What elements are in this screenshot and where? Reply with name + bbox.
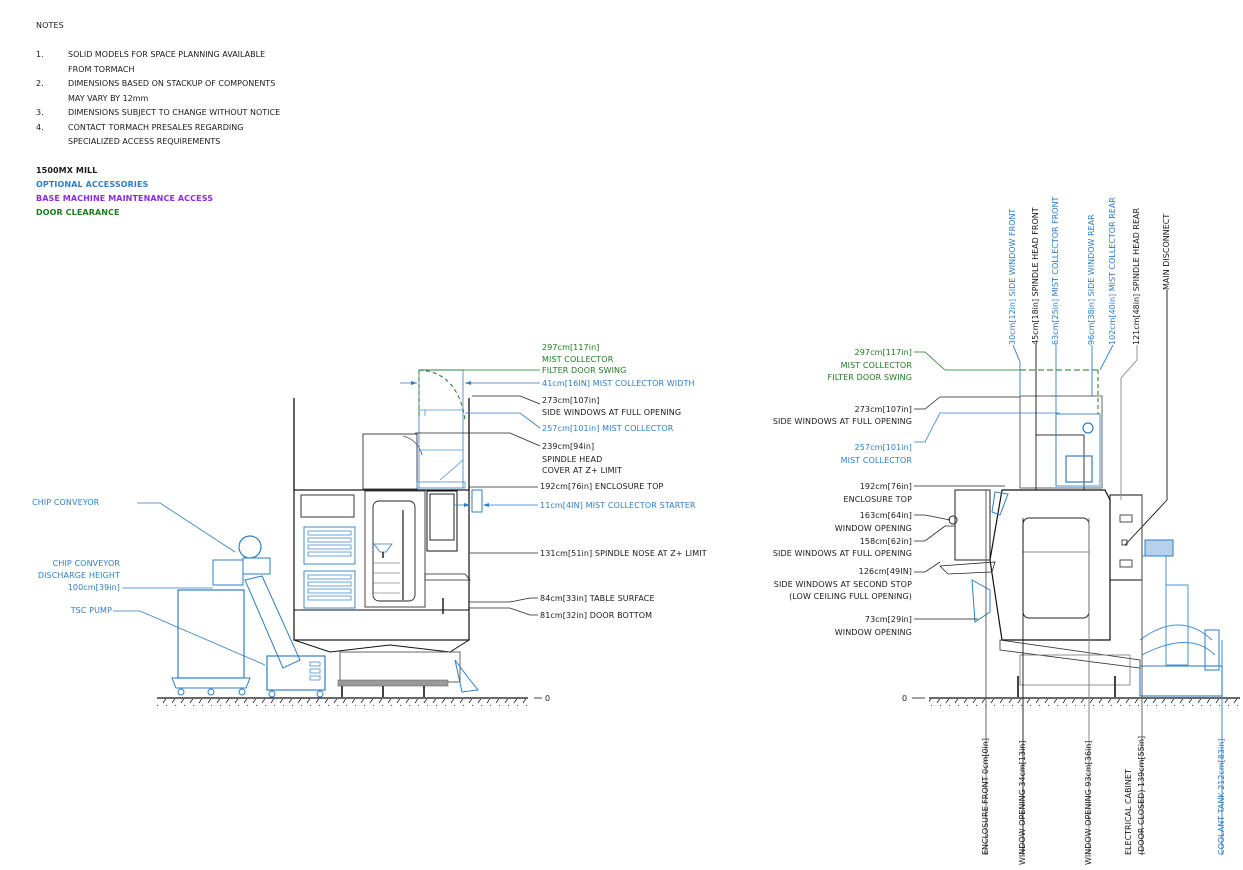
- mist-collector-width: 41cm[16IN] MIST COLLECTOR WIDTH: [542, 379, 695, 388]
- side-window-opening: [1022, 517, 1090, 619]
- enclosure-top: 192cm[76in] ENCLOSURE TOP: [540, 482, 664, 491]
- side-side-windows-label: SIDE WINDOWS AT FULL OPENING: [772, 417, 912, 426]
- window-opening-163-label: WINDOW OPENING: [834, 524, 912, 533]
- second-stop-label-2: (LOW CEILING FULL OPENING): [789, 592, 912, 601]
- note-text: DIMENSIONS BASED ON STACKUP OF COMPONENT…: [68, 79, 276, 88]
- note-text: SOLID MODELS FOR SPACE PLANNING AVAILABL…: [68, 50, 266, 59]
- bottom-callout-window-opening-34: WINDOW OPENING 34cm[13in]: [1018, 740, 1027, 866]
- mist-collector: [416, 369, 466, 489]
- note-text: MAY VARY BY 12mm: [68, 93, 149, 103]
- legend-optional-accessories: OPTIONAL ACCESSORIES: [36, 180, 149, 189]
- side-windows-158-dim: 158cm[62in]: [859, 537, 912, 546]
- mist-collector-height: 257cm[101in] MIST COLLECTOR: [542, 424, 674, 433]
- side-filter-door-label-2: FILTER DOOR SWING: [827, 373, 912, 382]
- spindle-head-cover-label-2: COVER AT Z+ LIMIT: [542, 466, 623, 475]
- tsc-pump-label: TSC PUMP: [70, 606, 112, 615]
- bottom-callout-coolant-tank: COOLANT TANK 212cm[83in]: [1217, 738, 1226, 855]
- note-number: 2.: [36, 79, 44, 88]
- top-callout-side-window-front: 30cm[12in] SIDE WINDOW FRONT: [1008, 208, 1017, 345]
- window-opening-73-label: WINDOW OPENING: [834, 628, 912, 637]
- note-item-cont: FROM TORMACH: [36, 63, 280, 78]
- vent-grid-upper: [303, 526, 356, 565]
- discharge-height-dim: 100cm[39in]: [67, 583, 120, 592]
- top-callout-spindle-head-front: 45cm[18in] SPINDLE HEAD FRONT: [1031, 207, 1040, 345]
- door-bottom: 81cm[32in] DOOR BOTTOM: [540, 611, 653, 620]
- top-callout-main-disconnect: MAIN DISCONNECT: [1162, 213, 1171, 290]
- spindle-head-cover-dim: 239cm[94in]: [542, 442, 595, 451]
- filter-door-swing-dim: 297cm[117in]: [542, 343, 600, 352]
- filter-door-swing-label-1: MIST COLLECTOR: [542, 355, 614, 364]
- note-text: FROM TORMACH: [68, 64, 135, 74]
- vent-grid-lower: [303, 570, 356, 609]
- top-callout-mist-collector-front: 63cm[25in] MIST COLLECTOR FRONT: [1051, 196, 1060, 345]
- side-mist-collector-dim: 257cm[101in]: [854, 443, 912, 452]
- side-mist-collector-label: MIST COLLECTOR: [840, 456, 912, 465]
- second-stop-dim: 126cm[49IN]: [858, 567, 912, 576]
- side-view: [912, 290, 1240, 855]
- side-filter-door-dim: 297cm[117in]: [854, 348, 912, 357]
- ground-hatch: [929, 699, 1240, 706]
- notes-title: NOTES: [36, 21, 64, 30]
- legend-maintenance-access: BASE MACHINE MAINTENANCE ACCESS: [36, 194, 214, 203]
- side-windows-dim: 273cm[107in]: [542, 396, 600, 405]
- spindle-nose: 131cm[51in] SPINDLE NOSE AT Z+ LIMIT: [540, 549, 707, 558]
- note-item-cont: MAY VARY BY 12mm: [36, 92, 280, 107]
- front-ground-zero: 0: [545, 694, 551, 703]
- side-enclosure-top-label: ENCLOSURE TOP: [843, 495, 912, 504]
- bottom-callout-electrical-cabinet-2: (DOOR CLOSED) 139cm[55in]: [1137, 735, 1146, 855]
- spindle-head-cover-label-1: SPINDLE HEAD: [542, 455, 603, 464]
- table-surface: 84cm[33in] TABLE SURFACE: [540, 594, 655, 603]
- note-item: 1. SOLID MODELS FOR SPACE PLANNING AVAILA…: [36, 48, 280, 63]
- notes-list: 1. SOLID MODELS FOR SPACE PLANNING AVAILA…: [36, 48, 280, 150]
- note-number: 4.: [36, 122, 44, 132]
- note-number: 3.: [36, 108, 44, 117]
- spindle-head-cover: [362, 433, 418, 490]
- enclosure-body: [293, 489, 470, 641]
- filter-door-swing-label-2: FILTER DOOR SWING: [542, 366, 627, 375]
- side-ground-zero: 0: [902, 694, 908, 703]
- side-filter-door-label-1: MIST COLLECTOR: [840, 361, 912, 370]
- door-panel: [954, 489, 991, 561]
- top-callout-mist-collector-rear: 102cm[40in] MIST COLLECTOR REAR: [1108, 197, 1117, 345]
- note-item-cont: SPECIALIZED ACCESS REQUIREMENTS: [36, 135, 280, 150]
- chip-conveyor: [212, 535, 301, 669]
- side-windows-label: SIDE WINDOWS AT FULL OPENING: [542, 408, 682, 417]
- mist-collector-starter: [471, 489, 483, 513]
- legend-machine: 1500MX MILL: [36, 166, 98, 175]
- side-side-windows-dim: 273cm[107in]: [854, 405, 912, 414]
- note-item: 3. DIMENSIONS SUBJECT TO CHANGE WITHOUT N…: [36, 106, 280, 121]
- side-windows-158-label: SIDE WINDOWS AT FULL OPENING: [772, 549, 912, 558]
- top-callout-spindle-head-rear: 121cm[48in] SPINDLE HEAD REAR: [1132, 207, 1141, 345]
- note-number: 1.: [36, 50, 44, 59]
- front-view: [113, 369, 542, 706]
- filter-door-swing-arc: [418, 369, 466, 421]
- chip-conveyor-label: CHIP CONVEYOR: [32, 498, 100, 507]
- bottom-callout-enclosure-front: ENCLOSURE FRONT 0cm[0in]: [981, 738, 990, 855]
- top-callout-side-window-rear: 96cm[38in] SIDE WINDOW REAR: [1087, 214, 1096, 345]
- ground-hatch: [157, 699, 528, 706]
- side-enclosure-top-dim: 192cm[76in]: [859, 482, 912, 491]
- legend-door-clearance: DOOR CLEARANCE: [36, 208, 120, 217]
- note-text: DIMENSIONS SUBJECT TO CHANGE WITHOUT NOT…: [68, 108, 281, 117]
- coolant-barrel: [171, 589, 251, 696]
- mist-collector-side: [1055, 413, 1101, 487]
- note-text: CONTACT TORMACH PRESALES REGARDING: [68, 122, 244, 132]
- bottom-callout-electrical-cabinet-1: ELECTRICAL CABINET: [1124, 769, 1133, 855]
- enclosure-door: [364, 490, 426, 608]
- discharge-height-label-2: DISCHARGE HEIGHT: [37, 571, 120, 580]
- note-text: SPECIALIZED ACCESS REQUIREMENTS: [68, 137, 221, 146]
- second-stop-label-1: SIDE WINDOWS AT SECOND STOP: [773, 580, 912, 589]
- window-opening-73-dim: 73cm[29in]: [864, 615, 912, 624]
- window-opening-163-dim: 163cm[64in]: [859, 511, 912, 520]
- note-item: 4. CONTACT TORMACH PRESALES REGARDING: [36, 121, 280, 136]
- mist-collector-starter-label: 11cm[4IN] MIST COLLECTOR STARTER: [540, 501, 696, 510]
- discharge-height-label-1: CHIP CONVEYOR: [52, 559, 120, 568]
- bottom-callout-window-opening-93: WINDOW OPENING 93cm[36in]: [1084, 740, 1093, 866]
- note-item: 2. DIMENSIONS BASED ON STACKUP OF COMPONE…: [36, 77, 280, 92]
- side-window-frame: [1019, 395, 1103, 489]
- tsc-pump-unit: [266, 655, 326, 698]
- coolant-tank: [1139, 539, 1223, 697]
